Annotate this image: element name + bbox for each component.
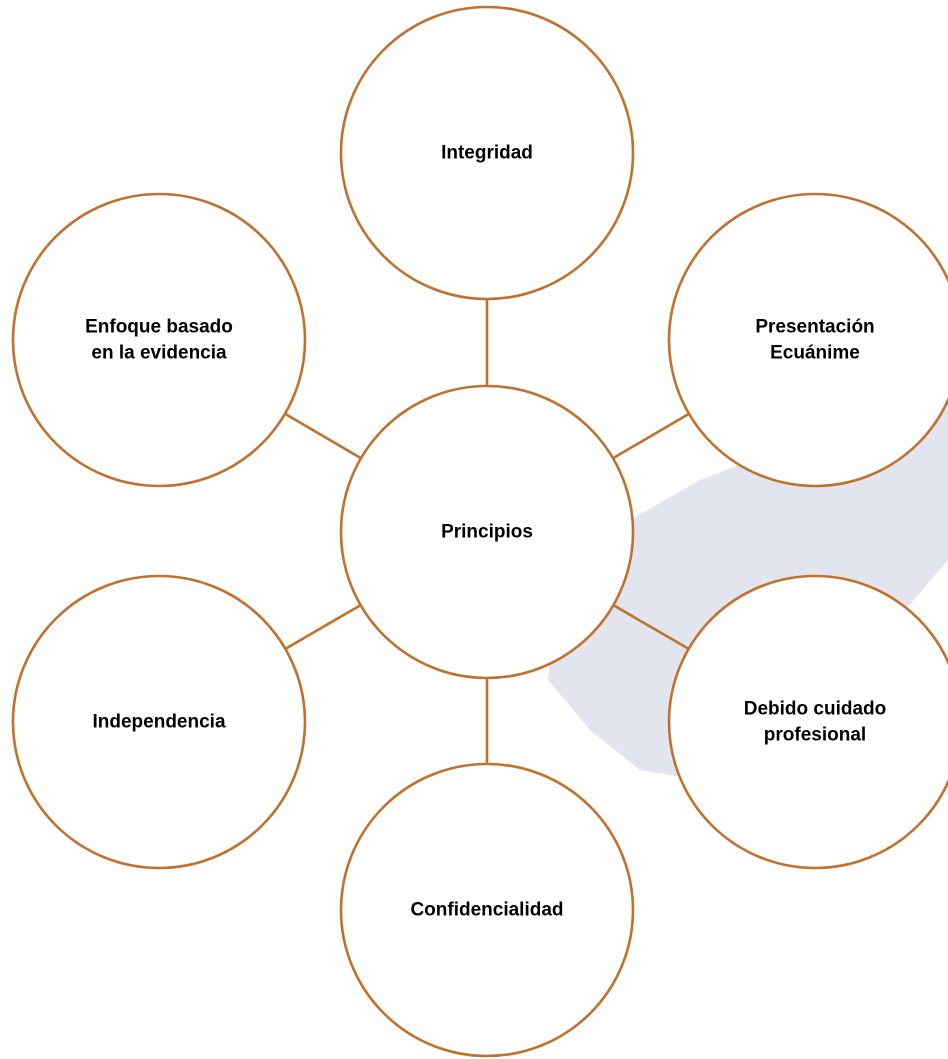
node-enfoque-basado-en-la-evidencia-label: en la evidencia bbox=[91, 343, 227, 364]
node-confidencialidad-circle bbox=[339, 762, 635, 1058]
node-enfoque-basado-en-la-evidencia: Enfoque basado en la evidencia bbox=[11, 192, 307, 488]
connector-debido-cuidado-profesional bbox=[612, 604, 690, 650]
node-independencia-circle bbox=[11, 574, 307, 870]
node-debido-cuidado-profesional: Debido cuidado profesional bbox=[667, 574, 948, 870]
nodes: Principios IntegridadPresentaciónEcuánime… bbox=[11, 5, 948, 1058]
node-presentacion-ecuanime-label: Ecuánime bbox=[770, 343, 860, 364]
node-independencia-label: Independencia bbox=[92, 712, 225, 733]
node-presentacion-ecuanime-label: Presentación bbox=[755, 317, 874, 338]
node-confidencialidad-label: Confidencialidad bbox=[410, 900, 563, 921]
node-confidencialidad: Confidencialidad bbox=[339, 762, 635, 1058]
center-node-principios-label: Principios bbox=[441, 522, 533, 543]
connectors bbox=[284, 299, 690, 764]
node-integridad-circle bbox=[339, 5, 635, 301]
node-integridad-label: Integridad bbox=[441, 143, 533, 164]
center-node-principios: Principios bbox=[339, 384, 635, 680]
center-node-principios-circle bbox=[339, 384, 635, 680]
node-presentacion-ecuanime-circle bbox=[667, 192, 948, 488]
node-integridad: Integridad bbox=[339, 5, 635, 301]
connector-presentacion-ecuanime bbox=[612, 412, 690, 460]
connector-enfoque-basado-en-la-evidencia bbox=[284, 412, 362, 460]
connector-independencia bbox=[284, 604, 362, 650]
node-enfoque-basado-en-la-evidencia-label: Enfoque basado bbox=[85, 317, 233, 338]
node-debido-cuidado-profesional-label: Debido cuidado bbox=[744, 699, 887, 720]
node-debido-cuidado-profesional-label: profesional bbox=[764, 725, 866, 746]
node-debido-cuidado-profesional-circle bbox=[667, 574, 948, 870]
node-independencia: Independencia bbox=[11, 574, 307, 870]
node-enfoque-basado-en-la-evidencia-circle bbox=[11, 192, 307, 488]
